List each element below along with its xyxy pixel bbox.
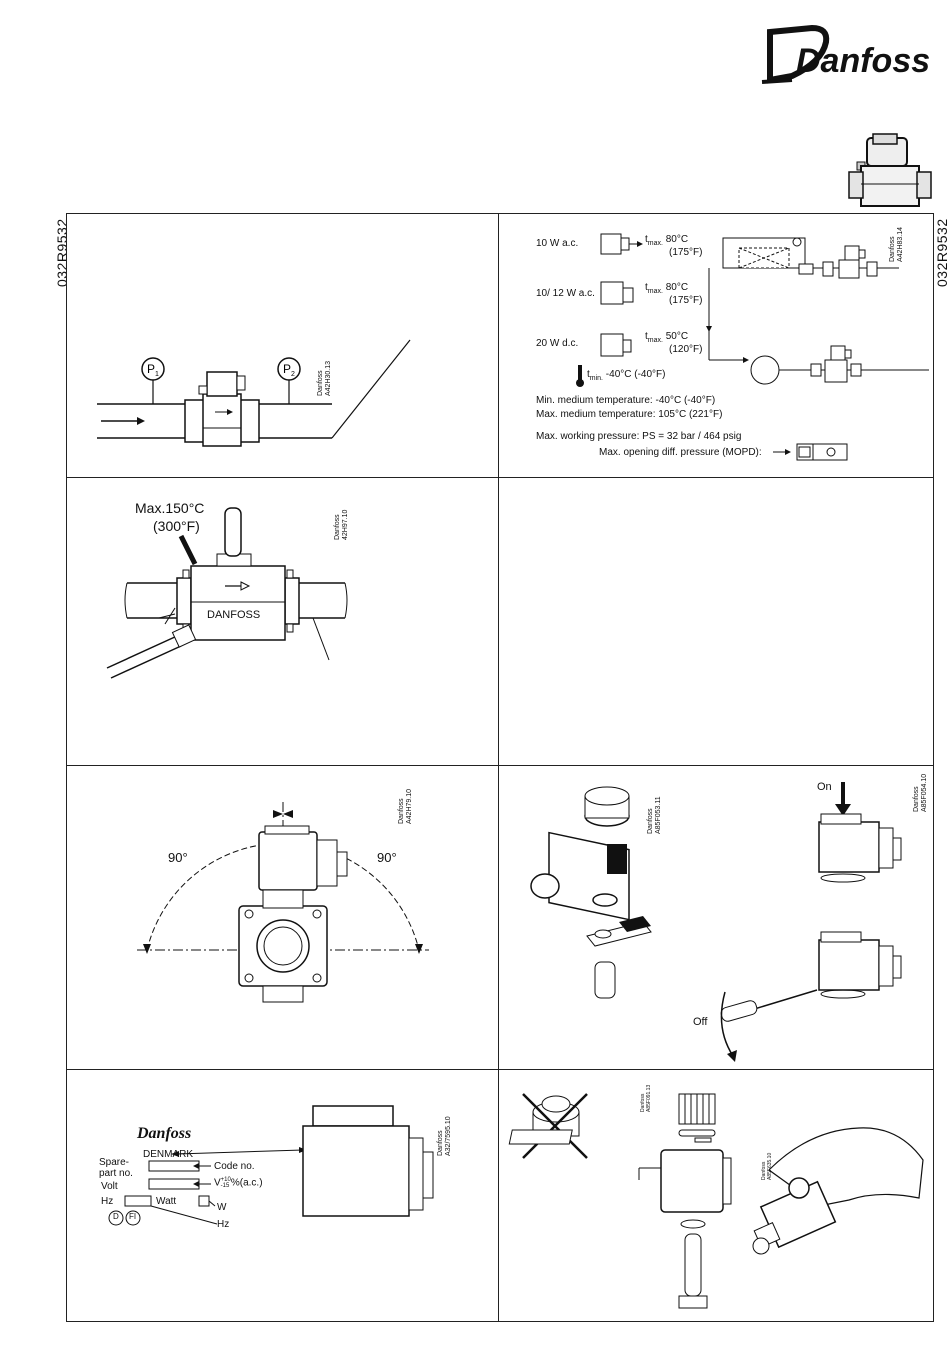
angle-right: 90° xyxy=(377,850,397,865)
max-temp-celsius: Max.150°C xyxy=(135,500,205,516)
brazing-diagram xyxy=(106,507,348,679)
label-part-no: part no. xyxy=(99,1168,133,1179)
ref-code: Danfoss A85F091.13 xyxy=(640,1084,652,1112)
tmax-value: 80°C xyxy=(665,282,689,293)
label-w: W xyxy=(217,1202,227,1213)
panel-coil-mounting: On Off Danfoss A85F053.11 Danfoss A85F05… xyxy=(499,766,933,1069)
tmin-value: -40°C (-40°F) xyxy=(605,369,666,380)
label-denmark: DENMARK xyxy=(143,1149,194,1160)
frame-row2 xyxy=(66,765,934,766)
coil-mounting-diagram xyxy=(530,782,902,1062)
tmax-sub: max. xyxy=(647,240,663,247)
panel-brazing: Max.150°C (300°F) DANFOSS D xyxy=(67,478,498,765)
ref-code: Danfoss A85F635.10 xyxy=(761,1152,773,1180)
label-volt: Volt xyxy=(101,1181,118,1192)
tmax-symbol: t xyxy=(645,331,648,342)
panel-installation: P 1 P 2 Danfoss A42H30.13 xyxy=(67,214,498,477)
volt-tol-v: V xyxy=(214,1177,221,1189)
angle-left: 90° xyxy=(168,850,188,865)
approval-d: D xyxy=(113,1212,119,1221)
label-voltage-tolerance: V+10-15%(a.c.) xyxy=(214,1177,263,1189)
off-label: Off xyxy=(693,1016,708,1028)
danfoss-logo: Danfoss xyxy=(761,24,930,84)
disassembly-diagram xyxy=(508,1093,924,1309)
max-medium-temperature: Max. medium temperature: 105°C (221°F) xyxy=(536,409,723,420)
installation-diagram: P 1 P 2 xyxy=(97,339,411,447)
tmax-value: 80°C xyxy=(665,234,689,245)
label-logo: Danfoss xyxy=(137,1125,192,1142)
svg-text:P: P xyxy=(147,362,155,376)
frame-center xyxy=(498,213,499,1322)
max-temp-fahrenheit: (300°F) xyxy=(153,518,200,534)
coil-10w-ac-label: 10 W a.c. xyxy=(536,238,579,249)
svg-text:1: 1 xyxy=(155,371,159,378)
svg-text:Danfoss: Danfoss xyxy=(796,42,930,80)
valve-body-brand: DANFOSS xyxy=(207,609,261,621)
volt-tol-unit: %(a.c.) xyxy=(230,1177,263,1189)
ref-code: Danfoss A85F053.11 xyxy=(647,796,662,834)
tmax-f: (175°F) xyxy=(669,295,703,306)
ref-code: Danfoss A32/7595.10 xyxy=(437,1116,452,1156)
valve-thumbnail xyxy=(848,133,932,207)
frame-bottom xyxy=(66,1321,934,1322)
panel-disassembly: Danfoss A85F091.13 Danfoss A85F635.10 xyxy=(499,1070,933,1321)
document-code-right: 032R9532 xyxy=(934,218,950,287)
tmin-symbol: t xyxy=(587,369,590,380)
svg-text:2: 2 xyxy=(291,371,295,378)
min-medium-temperature: Min. medium temperature: -40°C (-40°F) xyxy=(536,395,716,406)
max-working-pressure: Max. working pressure: PS = 32 bar / 464… xyxy=(536,431,742,442)
ref-code: Danfoss A42H79.10 xyxy=(398,788,413,824)
on-label: On xyxy=(817,781,832,793)
coil-label-diagram xyxy=(108,1105,434,1226)
panel-coil-label: Danfoss DENMARK Spare- part no. Volt Hz … xyxy=(67,1070,498,1321)
label-hz-right: Hz xyxy=(217,1219,230,1230)
tmin-sub: min. xyxy=(589,375,604,382)
frame-left xyxy=(66,213,67,1322)
coil-icons xyxy=(600,233,643,357)
coil-20w-dc-label: 20 W d.c. xyxy=(536,338,579,349)
volt-tol-plus: +10 xyxy=(220,1177,231,1183)
mopd-symbol xyxy=(773,443,848,461)
panel-orientation: 90° 90° Danfoss A42H79.10 xyxy=(67,766,498,1069)
thermometer-icon xyxy=(576,365,584,387)
ref-code: Danfoss 42H97.10 xyxy=(334,509,349,540)
tmax-symbol: t xyxy=(645,234,648,245)
tmax-f: (175°F) xyxy=(669,247,703,258)
frame-row1 xyxy=(66,477,934,478)
svg-text:P: P xyxy=(283,362,291,376)
tmax-symbol: t xyxy=(645,282,648,293)
approval-fi: FI xyxy=(129,1212,137,1221)
ref-code: Danfoss A42H30.13 xyxy=(317,360,332,396)
frame-right xyxy=(933,213,934,1322)
label-hz: Hz xyxy=(101,1196,114,1207)
tmax-sub: max. xyxy=(647,337,663,344)
system-schematic xyxy=(706,237,929,385)
mopd-label: Max. opening diff. pressure (MOPD): xyxy=(599,447,762,458)
orientation-diagram xyxy=(137,802,429,1003)
label-watt: Watt xyxy=(156,1196,177,1207)
coil-10-12w-ac-label: 10/ 12 W a.c. xyxy=(536,288,595,299)
label-code-no: Code no. xyxy=(214,1161,255,1172)
tmax-value: 50°C xyxy=(665,331,689,342)
label-spare: Spare- xyxy=(99,1157,130,1168)
frame-top xyxy=(66,213,934,214)
ref-code: Danfoss A42H83.14 xyxy=(889,226,904,262)
panel-empty xyxy=(499,478,933,765)
frame-row3 xyxy=(66,1069,934,1070)
tmax-f: (120°F) xyxy=(669,344,703,355)
volt-tol-minus: -15 xyxy=(220,1183,230,1189)
tmax-sub: max. xyxy=(647,288,663,295)
ref-code: Danfoss A85F054.10 xyxy=(913,773,928,812)
panel-specifications: 10 W a.c. 10/ 12 W a.c. 20 W d.c. tmax. … xyxy=(499,214,933,477)
